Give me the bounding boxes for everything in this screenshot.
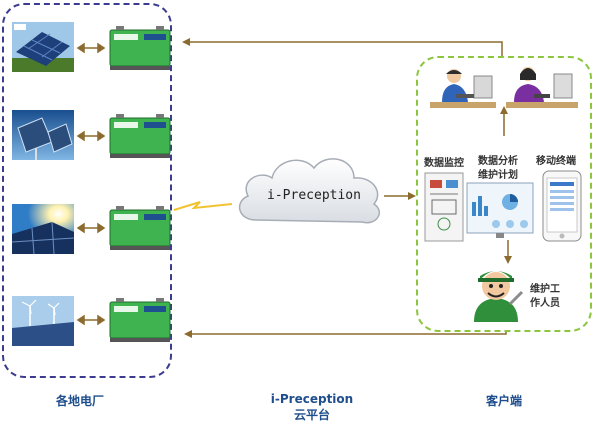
caption-client: 客户端	[485, 394, 522, 408]
support-staff-icon	[506, 64, 578, 116]
client-region	[416, 56, 592, 332]
maintenance-worker-icon	[466, 260, 526, 324]
label-data-monitoring: 数据监控	[424, 158, 464, 169]
solar-roof-photo	[12, 22, 74, 72]
caption-cloud-line2: 云平台	[293, 408, 330, 422]
plant-link-arrows	[76, 42, 106, 326]
label-maintenance-plan: 维护计划	[478, 170, 518, 181]
label-mobile-terminal: 移动终端	[536, 156, 576, 167]
cloud-platform	[232, 146, 388, 236]
label-data-analysis: 数据分析	[478, 156, 518, 167]
operator-icon	[430, 66, 496, 116]
label-maintenance-worker-line1: 维护工	[530, 284, 560, 295]
data-gateway-device	[108, 206, 172, 252]
data-gateway-device	[108, 26, 172, 72]
solar-tracker-photo	[12, 110, 74, 160]
solar-panel-sun-photo	[12, 204, 74, 254]
data-gateway-device	[108, 114, 172, 160]
caption-power-plants: 各地电厂	[55, 394, 104, 408]
wind-solar-photo	[12, 296, 74, 346]
data-gateway-device	[108, 298, 172, 344]
monitoring-panel-icon	[424, 172, 464, 242]
caption-cloud-line1: i-Preception	[270, 392, 354, 406]
analysis-dashboard-icon	[466, 182, 534, 240]
mobile-terminal-icon	[542, 170, 582, 242]
cloud-label: i-Preception	[267, 188, 361, 203]
label-maintenance-worker-line2: 作人员	[530, 298, 560, 309]
power-plants-region	[2, 3, 172, 378]
